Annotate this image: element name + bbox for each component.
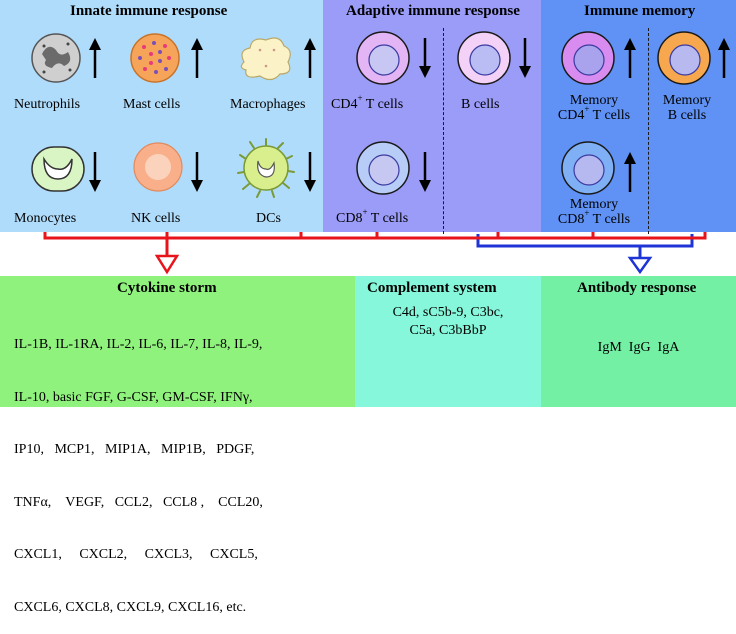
memory-cd4-t-cells-label: Memory CD4+ T cells	[557, 93, 631, 123]
nk-cell-down-arrow	[191, 152, 203, 192]
memory-b-cells-label: Memory B cells	[662, 93, 712, 123]
mast-cell-up-arrow	[191, 38, 203, 78]
adaptive-title: Adaptive immune response	[346, 3, 520, 19]
cd8-t-cell-down-arrow	[419, 152, 431, 192]
memory-b-cell-up-arrow	[718, 38, 730, 78]
neutrophil-up-arrow	[89, 38, 101, 78]
b-cells-label: B cells	[461, 97, 500, 112]
neutrophils-label: Neutrophils	[14, 97, 81, 112]
innate-title: Innate immune response	[70, 3, 228, 19]
cd8-t-cells-label: CD8+ T cells	[336, 207, 409, 226]
antibody-line: IgM IgG IgA	[597, 340, 680, 355]
cytokine-list: IL-1B, IL-1RA, IL-2, IL-6, IL-7, IL-8, I…	[14, 301, 263, 634]
connector-lines	[43, 232, 707, 275]
cytokine-line: TNFα, VEGF, CCL2, CCL8 , CCL20,	[14, 494, 263, 510]
antibody-title: Antibody response	[577, 280, 697, 296]
monocytes-label: Monocytes	[14, 211, 77, 226]
red-connector	[43, 232, 707, 258]
memory-cd8-t-cell-up-arrow	[624, 152, 636, 192]
memory-cd8-t-cell-icon	[561, 141, 615, 195]
adaptive-divider	[443, 28, 444, 234]
complement-line: C4d, sC5b-9, C3bc,	[392, 305, 504, 320]
dc-down-arrow	[304, 152, 316, 192]
complement-line: C5a, C3bBbP	[409, 322, 487, 338]
cytokine-arrowhead	[154, 254, 180, 275]
mast-cells-label: Mast cells	[123, 97, 181, 112]
antibody-panel	[541, 276, 736, 407]
neutrophil-icon	[31, 33, 81, 83]
nk-cell-icon	[133, 142, 183, 192]
memory-cd4-t-cell-up-arrow	[624, 38, 636, 78]
memory-b-cell-icon	[657, 31, 711, 85]
cytokine-line: IP10, MCP1, MIP1A, MIP1B, PDGF,	[14, 442, 255, 457]
cytokine-line: IL-10, basic FGF, G-CSF, GM-CSF, IFNγ,	[14, 389, 253, 405]
memory-title: Immune memory	[584, 3, 696, 19]
complement-panel	[355, 276, 541, 407]
cytokine-line: CXCL6, CXCL8, CXCL9, CXCL16, etc.	[14, 599, 247, 615]
macrophage-up-arrow	[304, 38, 316, 78]
complement-title: Complement system	[367, 280, 497, 296]
memory-cd8-t-cells-label: Memory CD8+ T cells	[557, 197, 631, 227]
b-cell-down-arrow	[519, 38, 531, 78]
cd8-t-cell-icon	[356, 141, 410, 195]
macrophage-icon	[240, 37, 291, 81]
monocyte-icon	[31, 146, 85, 192]
dendritic-cell-icon	[237, 138, 295, 198]
cd4-t-cell-down-arrow	[419, 38, 431, 78]
b-cell-icon	[457, 31, 511, 85]
monocyte-down-arrow	[89, 152, 101, 192]
adaptive-panel	[323, 0, 541, 232]
memory-cd4-t-cell-icon	[561, 31, 615, 85]
cytokine-panel	[0, 276, 355, 407]
macrophages-label: Macrophages	[230, 97, 306, 112]
cytokine-line: CXCL1, CXCL2, CXCL3, CXCL5,	[14, 547, 258, 562]
cd4-t-cells-label: CD4+ T cells	[331, 93, 404, 112]
memory-divider	[648, 28, 649, 234]
cd4-t-cell-icon	[356, 31, 410, 85]
cytokine-line: IL-1B, IL-1RA, IL-2, IL-6, IL-7, IL-8, I…	[14, 337, 263, 352]
antibody-list: IgM IgG IgA	[541, 304, 736, 374]
dcs-label: DCs	[256, 211, 281, 226]
complement-list: C4d, sC5b-9, C3bc, C5a, C3bBbP	[355, 304, 541, 339]
cytokine-title: Cytokine storm	[117, 280, 217, 296]
nk-cells-label: NK cells	[131, 211, 181, 226]
mast-cell-icon	[130, 33, 180, 83]
antibody-arrowhead	[627, 256, 653, 275]
